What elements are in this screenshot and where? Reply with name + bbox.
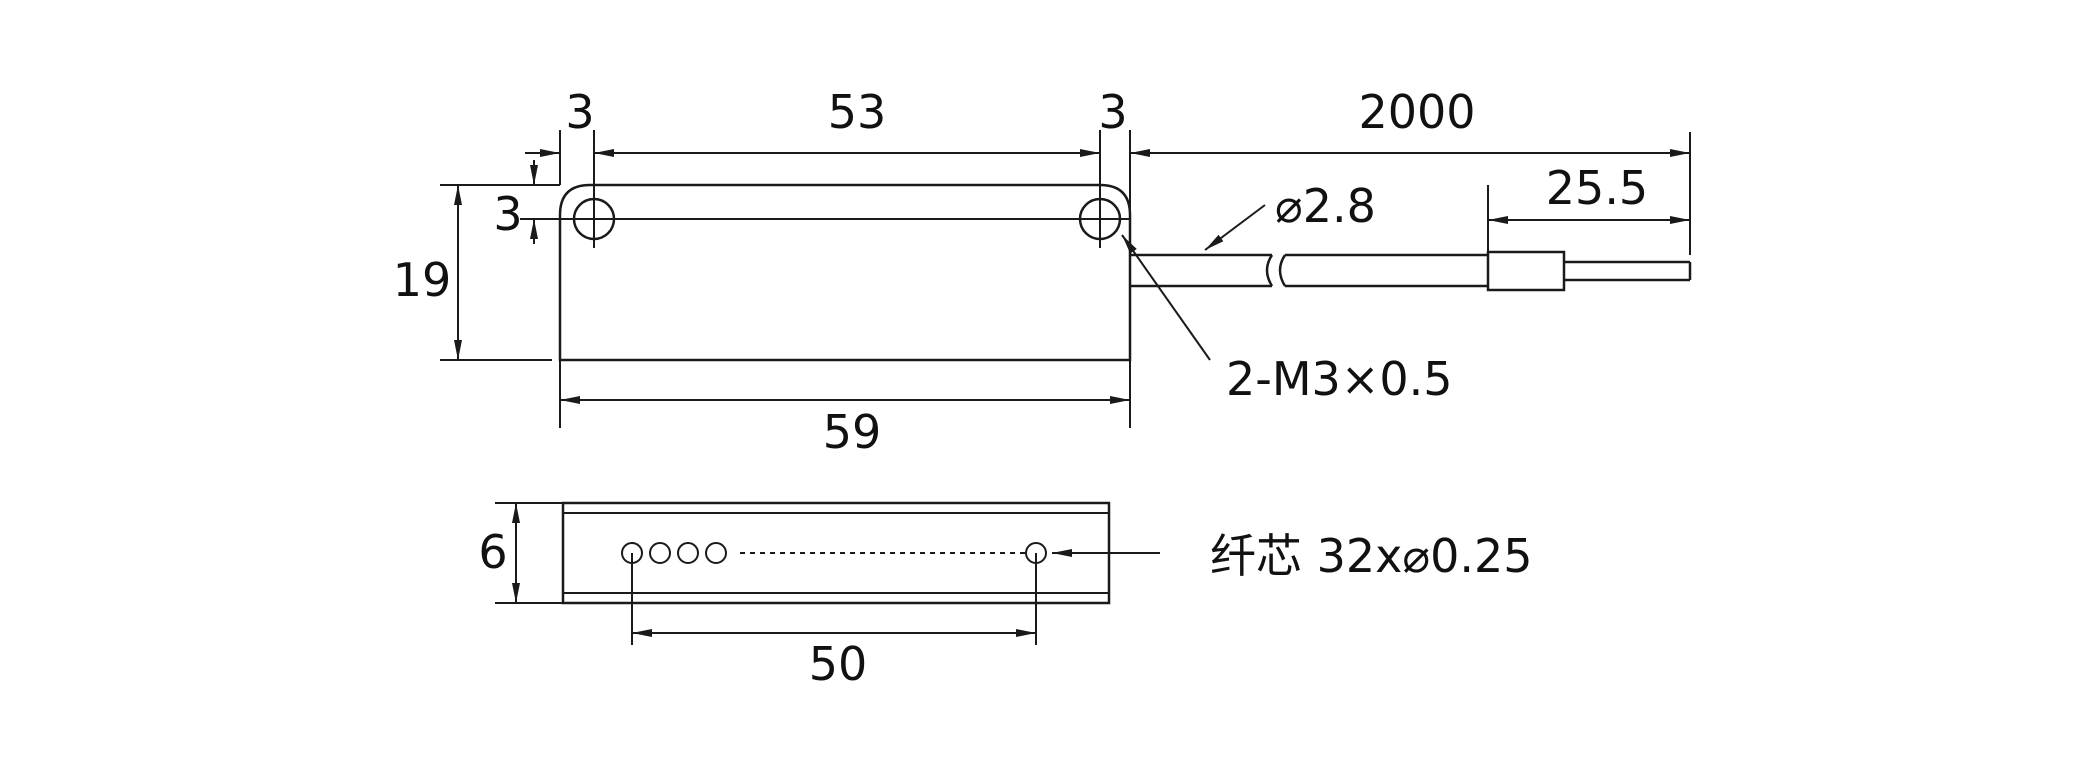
dim-width: 59 [823, 405, 882, 459]
plate-outline [558, 183, 1132, 362]
dim-hole-spacing: 53 [828, 85, 887, 139]
hole-callout: 2-M3×0.5 [1226, 352, 1453, 406]
leader-hole-callout [1121, 234, 1211, 361]
dim-thickness: 6 [478, 525, 507, 579]
dim-cable-length: 2000 [1358, 85, 1475, 139]
dim-left-margin: 3 [565, 85, 594, 139]
dim-sleeve-length: 25.5 [1546, 161, 1648, 215]
fiber-core [649, 542, 671, 564]
dim-hole-offset: 3 [493, 187, 522, 241]
side-view: 6 50 纤芯 32x⌀0.25 [478, 501, 1533, 691]
fiber-core [677, 542, 699, 564]
fiber-callout: 纤芯 32x⌀0.25 [1210, 529, 1533, 583]
leader-cable-diameter [1204, 204, 1266, 251]
fiber-core [705, 542, 727, 564]
dim-height: 19 [393, 253, 452, 307]
dim-fiber-span: 50 [809, 637, 868, 691]
cable [1130, 250, 1692, 292]
cable-diameter-callout: ⌀2.8 [1275, 179, 1376, 233]
cable-sleeve [1486, 250, 1566, 292]
top-view: 53 3 3 2000 25.5 3 19 59 ⌀2.8 2-M3 [393, 85, 1692, 459]
side-body-outline [561, 501, 1111, 605]
dim-right-margin: 3 [1098, 85, 1127, 139]
